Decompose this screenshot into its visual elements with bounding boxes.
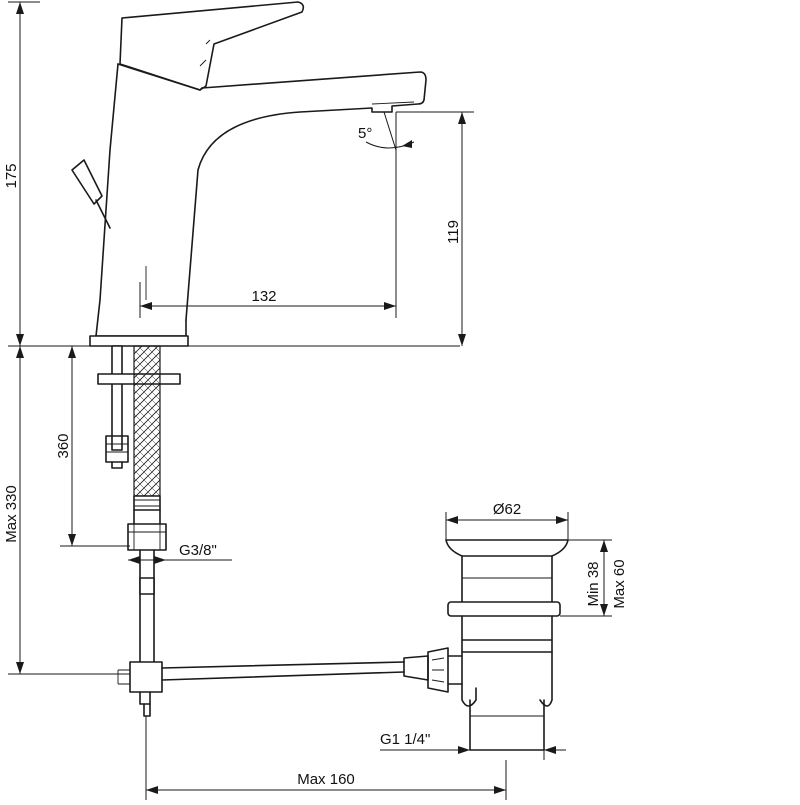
dim-max-depth: Max 330 — [3, 346, 130, 675]
hose-nut — [127, 523, 167, 551]
dim-hose-length: 360 — [55, 346, 130, 547]
dim-plug-height: Min 38 Max 60 — [560, 539, 628, 617]
dim-spout-reach-label: 132 — [251, 288, 276, 305]
popup-vertical-rod — [139, 549, 155, 663]
dim-plug-max-label: Max 60 — [611, 559, 628, 608]
popup-waste — [427, 539, 569, 751]
dim-hose-length-label: 360 — [55, 433, 72, 458]
dim-total-height: 175 — [3, 1, 460, 347]
mounting-assembly — [97, 345, 429, 717]
dim-spout-angle-label: 5° — [358, 125, 372, 142]
dim-waste-diameter-label: Ø62 — [493, 501, 521, 518]
dim-rod-length-label: Max 160 — [297, 771, 355, 788]
dim-waste-thread-label: G1 1/4" — [380, 731, 430, 748]
dim-spout-reach: 132 — [139, 112, 397, 318]
waste-body — [461, 615, 553, 707]
dim-spout-height-label: 119 — [445, 220, 462, 244]
threaded-stud — [111, 345, 123, 451]
rod-clamp — [129, 661, 163, 693]
waste-tailpiece — [469, 699, 545, 751]
dim-hose-thread: G3/8" — [128, 542, 232, 564]
body-profile — [95, 63, 119, 337]
popup-horizontal-rod — [161, 661, 405, 681]
spout — [185, 71, 427, 321]
dim-waste-diameter: Ø62 — [445, 501, 569, 540]
waste-plug-cap — [445, 539, 569, 557]
braided-hose — [133, 345, 161, 497]
dim-max-depth-label: Max 330 — [3, 485, 20, 543]
dim-spout-height: 119 — [396, 111, 474, 346]
dim-total-height-label: 175 — [3, 163, 20, 188]
dim-hose-thread-label: G3/8" — [179, 542, 217, 559]
waste-flange — [447, 601, 561, 617]
base-plate — [89, 335, 189, 347]
cartridge-collar — [117, 63, 203, 91]
popup-lift-knob — [71, 159, 103, 205]
pivot-nut — [427, 647, 449, 693]
lever-handle — [119, 1, 305, 91]
fixing-nut — [105, 435, 129, 463]
dim-rod-length: Max 160 — [145, 716, 507, 800]
dim-spout-angle: 5° — [358, 111, 415, 151]
faucet-body — [71, 1, 427, 347]
dim-waste-thread: G1 1/4" — [380, 731, 566, 760]
dim-plug-min-label: Min 38 — [585, 561, 602, 606]
